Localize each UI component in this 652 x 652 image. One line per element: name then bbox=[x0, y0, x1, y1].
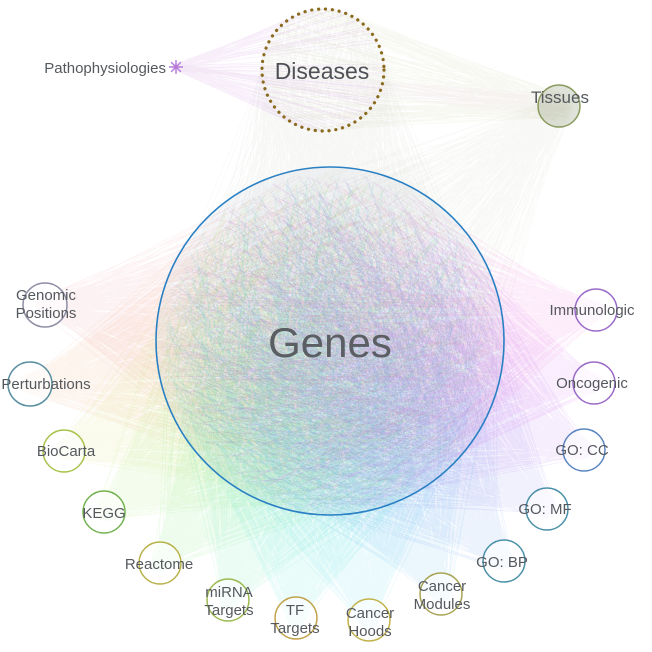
label-perturbations: Perturbations bbox=[1, 376, 90, 393]
label-tissues: Tissues bbox=[531, 88, 589, 107]
node-go_cc[interactable] bbox=[562, 428, 606, 472]
labels-layer: Genes Diseases PathophysiologiesTissuesGen… bbox=[1, 58, 635, 640]
node-reactome[interactable] bbox=[138, 541, 182, 585]
edge-bundle-diseases-genes bbox=[161, 7, 492, 500]
node-cancer_modules[interactable] bbox=[419, 572, 463, 616]
label-go_cc: GO: CC bbox=[555, 442, 609, 459]
edge-bundle-tf_targets-genes bbox=[165, 179, 489, 628]
label-genes: Genes bbox=[268, 319, 392, 366]
label-go_mf: GO: MF bbox=[518, 501, 571, 518]
node-pathophysiologies-center bbox=[174, 65, 178, 69]
node-biocarta[interactable] bbox=[42, 429, 86, 473]
edge-bundle-diseases-tissues bbox=[260, 7, 574, 133]
node-diseases[interactable] bbox=[260, 7, 386, 133]
edge-bundle-cancer_modules-genes bbox=[166, 177, 492, 604]
node-kegg[interactable] bbox=[82, 490, 126, 534]
edge-bundle-cancer_hoods-genes bbox=[165, 179, 494, 630]
edge-bundle-oncogenic-genes bbox=[167, 177, 604, 508]
label-pathophysiologies: Pathophysiologies bbox=[44, 60, 166, 77]
edge-bundle-go_mf-genes bbox=[170, 176, 557, 519]
edge-bundle-genomic_positions-genes bbox=[35, 175, 490, 504]
node-immunologic[interactable] bbox=[574, 288, 618, 332]
node-tissues[interactable] bbox=[537, 84, 581, 128]
label-immunologic: Immunologic bbox=[549, 302, 635, 319]
label-biocarta: BioCarta bbox=[37, 443, 96, 460]
node-genes[interactable] bbox=[155, 166, 505, 516]
edges-layer bbox=[20, 7, 606, 630]
node-go_bp[interactable] bbox=[482, 539, 526, 583]
edge-bundle-go_bp-genes bbox=[167, 175, 514, 571]
edge-bundle-mirna_targets-genes bbox=[165, 173, 488, 609]
label-diseases: Diseases bbox=[275, 58, 370, 84]
edge-bundle-kegg-genes bbox=[94, 172, 491, 522]
node-cancer_hoods[interactable] bbox=[347, 598, 391, 642]
edge-bundle-pathophysiologies-tissues bbox=[172, 63, 573, 121]
edge-bundle-perturbations-genes bbox=[20, 177, 492, 495]
node-tf_targets[interactable] bbox=[274, 596, 318, 640]
edge-bundle-go_cc-genes bbox=[167, 183, 594, 508]
nodes-layer bbox=[7, 7, 618, 642]
label-go_bp: GO: BP bbox=[476, 554, 528, 571]
node-oncogenic[interactable] bbox=[572, 361, 616, 405]
node-go_mf[interactable] bbox=[525, 487, 569, 531]
edge-bundle-tissues-genes bbox=[168, 91, 574, 507]
label-oncogenic: Oncogenic bbox=[556, 375, 628, 392]
node-genomic_positions[interactable] bbox=[22, 282, 68, 328]
node-mirna_targets[interactable] bbox=[206, 578, 250, 622]
label-kegg: KEGG bbox=[82, 505, 125, 522]
node-perturbations[interactable] bbox=[7, 361, 53, 407]
edge-bundle-reactome-genes bbox=[150, 176, 495, 573]
label-reactome: Reactome bbox=[125, 556, 193, 573]
edge-bundle-biocarta-genes bbox=[54, 173, 495, 503]
